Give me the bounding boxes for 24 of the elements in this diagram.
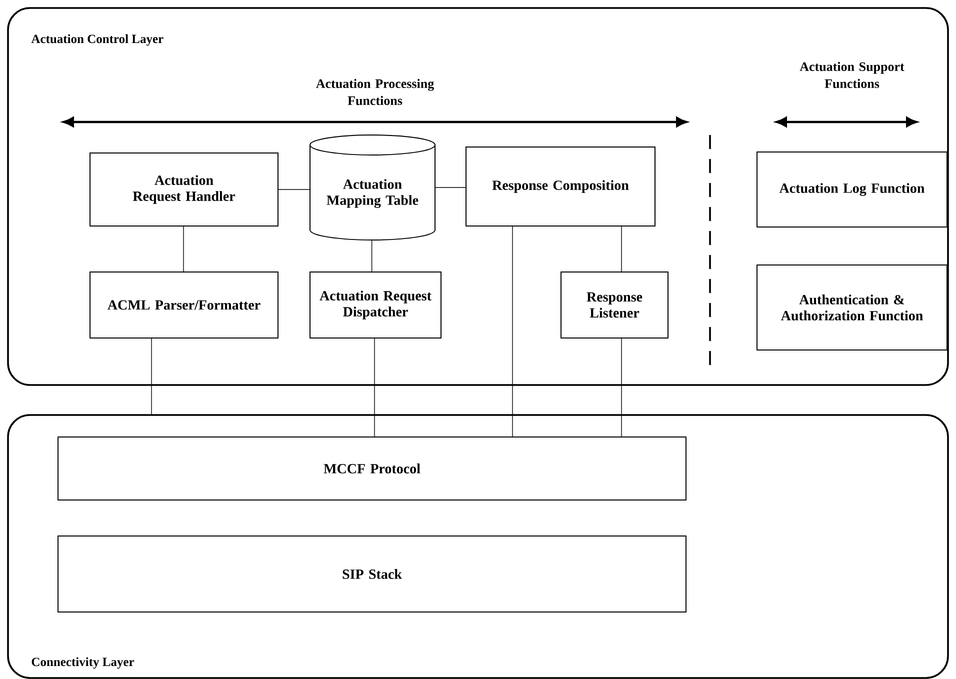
connector-line [621,338,622,437]
process-box: ACML Parser/Formatter [90,272,278,338]
connector-line [183,226,184,272]
section-label: Actuation Support Functions [800,62,904,88]
connector-line [374,338,375,437]
connector-line [512,226,513,437]
process-box: Actuation Log Function [756,152,948,228]
process-box: Response Listener [560,272,668,338]
connector-line [278,189,310,190]
connector-line [371,240,372,272]
process-box: Actuation Request Handler [90,152,278,226]
layer-heading: Connectivity Layer [32,657,134,669]
process-box: MCCF Protocol [58,436,686,500]
connector-line [621,226,622,272]
layer-heading: Actuation Control Layer [31,34,164,46]
process-box: Actuation Request Dispatcher [310,272,442,338]
database-cylinder: Actuation Mapping Table [310,134,436,240]
process-box: SIP Stack [58,536,686,612]
process-box: Authentication & Authorization Function [756,264,948,350]
process-box: Response Composition [466,146,656,226]
node-label: Actuation Mapping Table [326,179,418,208]
section-label: Actuation Processing Functions [316,78,434,106]
connector-line [151,338,152,414]
connector-line [434,187,466,188]
